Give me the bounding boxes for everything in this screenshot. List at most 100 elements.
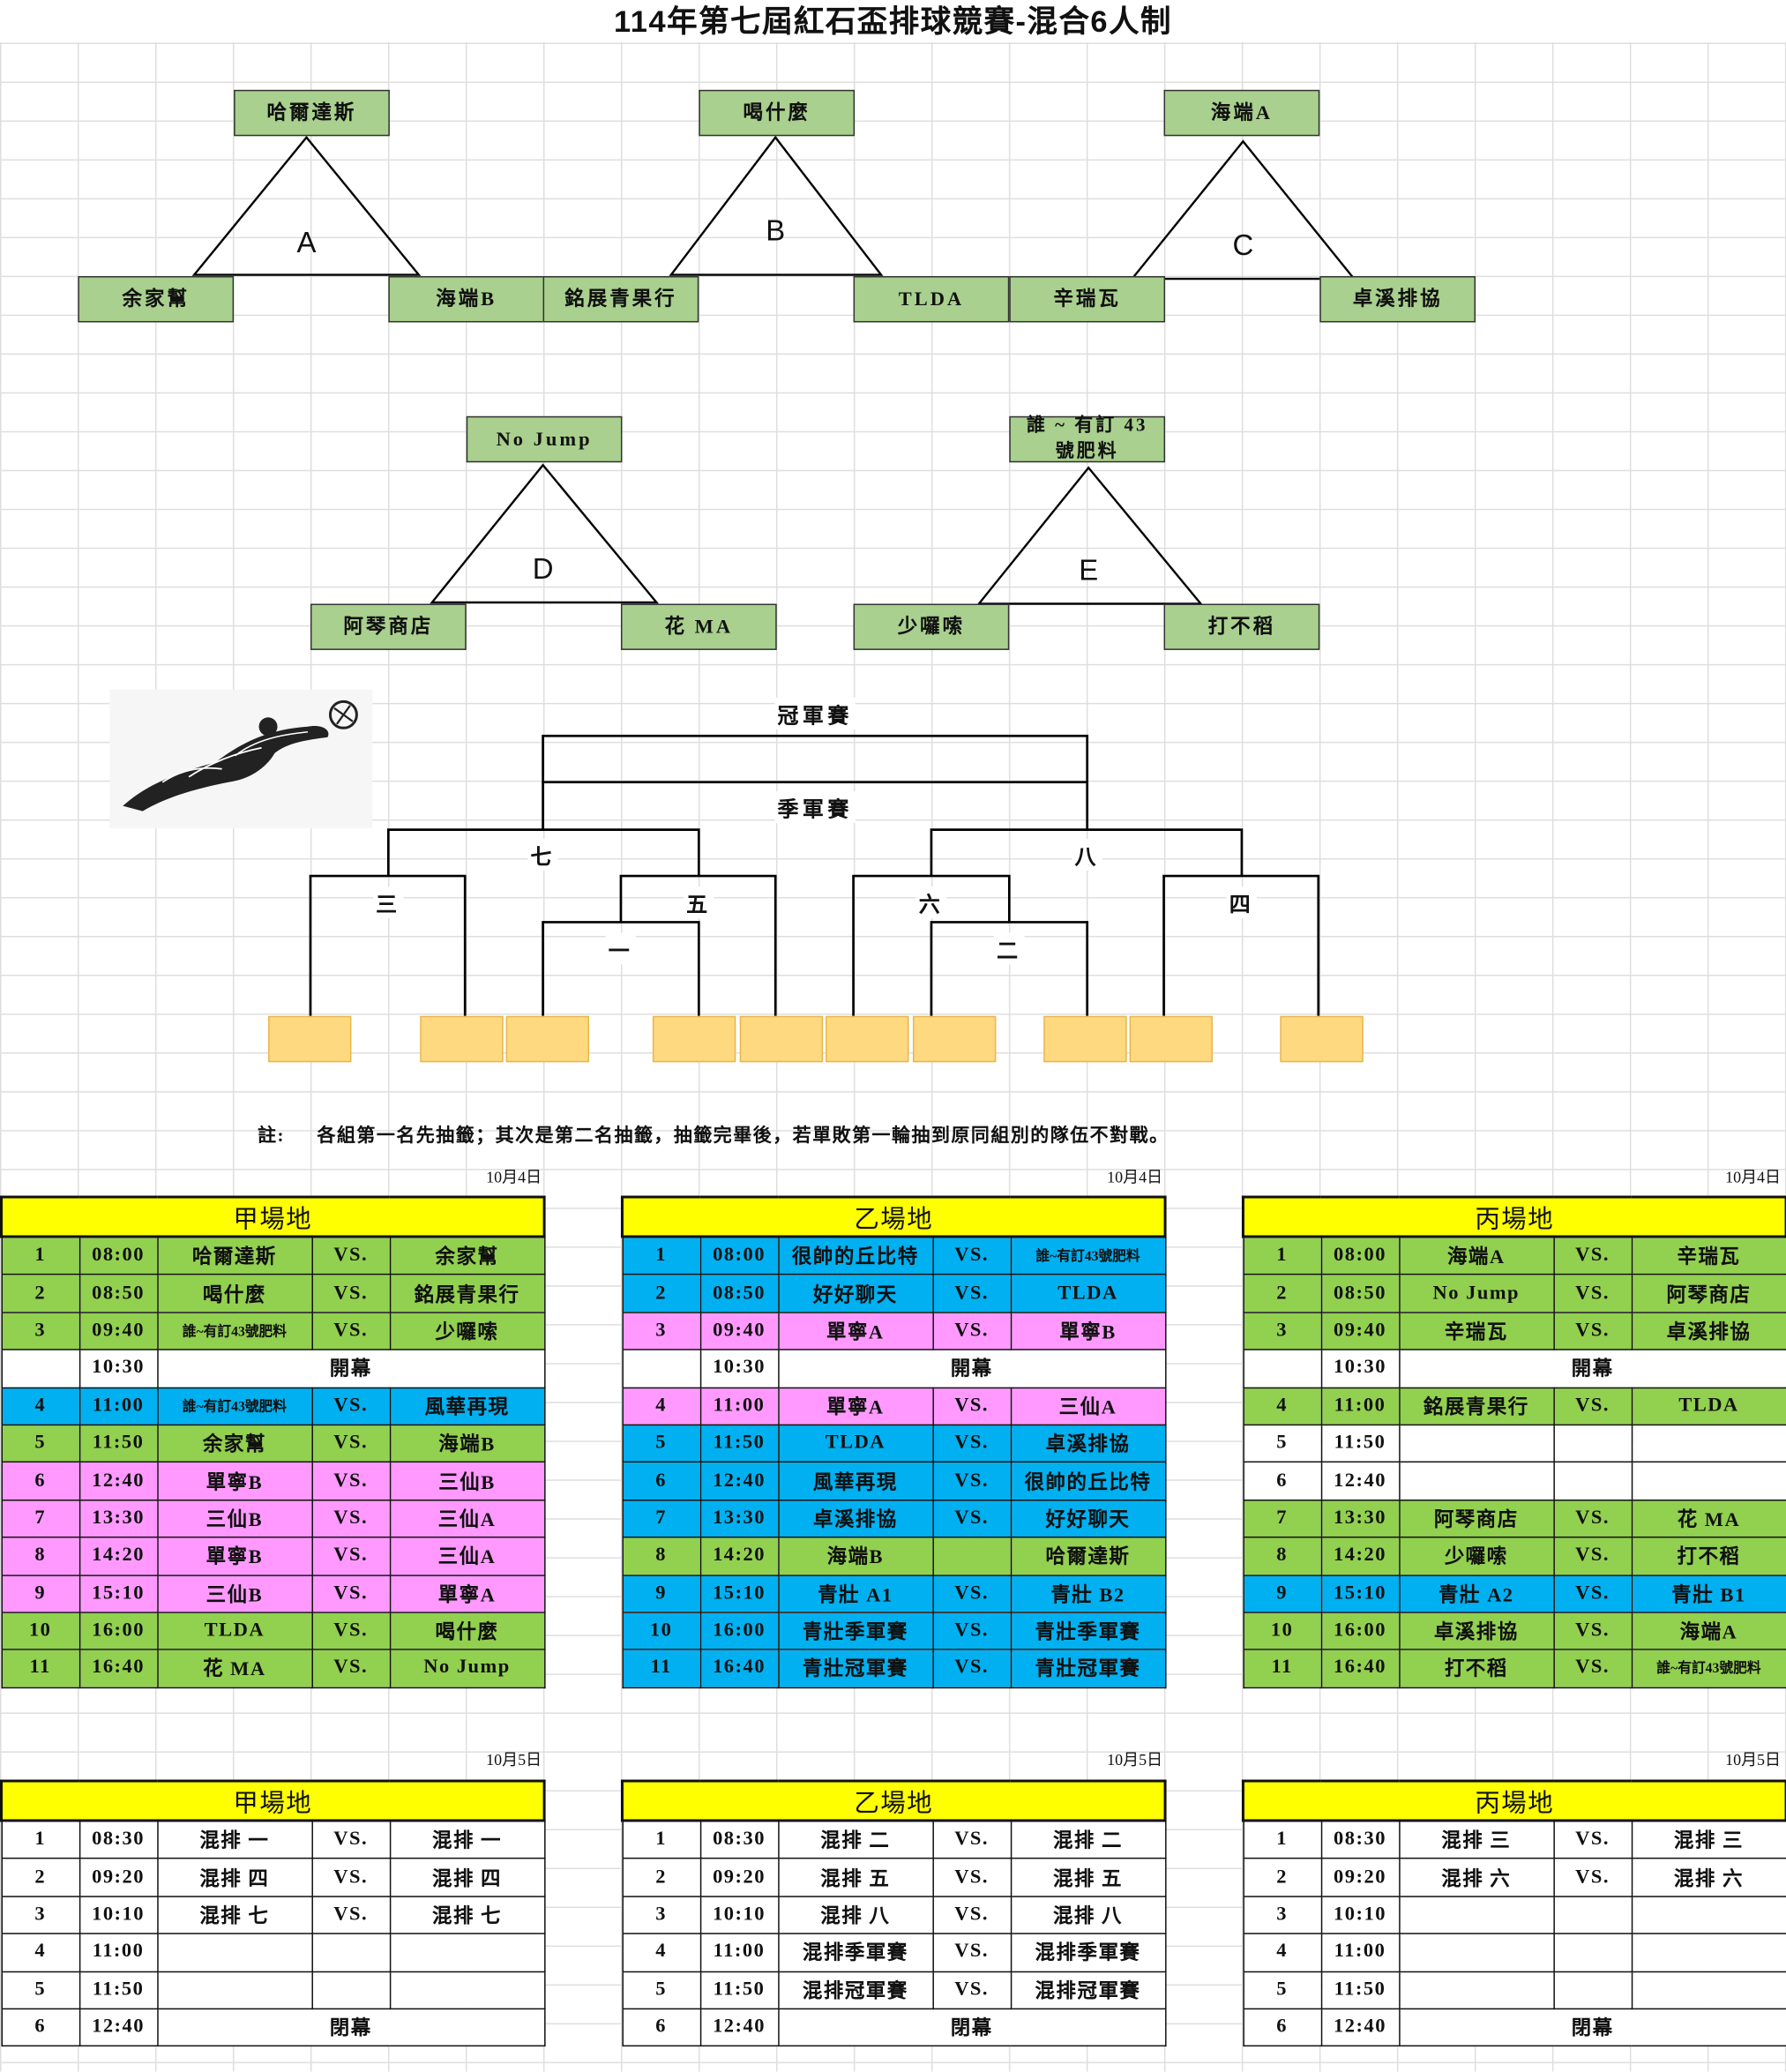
away-team: 三仙A bbox=[1010, 1387, 1166, 1426]
away-team: 卓溪排協 bbox=[1631, 1311, 1786, 1351]
match-time: 08:00 bbox=[78, 1236, 158, 1275]
match-time: 11:50 bbox=[1320, 1424, 1400, 1463]
match-6-label: 六 bbox=[915, 886, 947, 918]
away-team: 混排 五 bbox=[1010, 1858, 1166, 1897]
vs-label: VS. bbox=[1552, 1274, 1633, 1313]
match-time: 16:00 bbox=[78, 1612, 158, 1651]
vs-label: VS. bbox=[1552, 1537, 1633, 1576]
match-time: 12:40 bbox=[1320, 1462, 1400, 1501]
vs-label bbox=[1552, 1933, 1633, 1972]
match-number: 10 bbox=[0, 1612, 80, 1651]
match-number: 2 bbox=[621, 1858, 701, 1897]
vs-label: VS. bbox=[1552, 1820, 1633, 1859]
vs-label: VS. bbox=[931, 1274, 1012, 1313]
match-time: 08:00 bbox=[699, 1236, 779, 1275]
match-time: 15:10 bbox=[78, 1574, 158, 1613]
group-b-team-left: 銘展青果行 bbox=[542, 276, 699, 323]
match-time: 11:50 bbox=[699, 1971, 779, 2010]
vs-label: VS. bbox=[1552, 1858, 1633, 1897]
ceremony-cell: 閉幕 bbox=[156, 2008, 545, 2047]
match-number: 7 bbox=[1242, 1499, 1322, 1538]
match-number: 11 bbox=[1242, 1649, 1322, 1688]
match-time: 12:40 bbox=[699, 2008, 779, 2047]
group-a-team-top: 哈爾達斯 bbox=[234, 89, 390, 137]
group-d-triangle bbox=[430, 463, 659, 604]
match-number: 10 bbox=[621, 1612, 701, 1651]
ceremony-cell: 開幕 bbox=[1398, 1349, 1786, 1388]
match-time: 09:40 bbox=[1320, 1311, 1400, 1351]
away-team: 辛瑞瓦 bbox=[1631, 1236, 1786, 1275]
note-prefix: 註: bbox=[258, 1126, 286, 1148]
home-team: 三仙B bbox=[156, 1574, 313, 1613]
home-team: 混排 四 bbox=[156, 1858, 313, 1897]
match-time: 11:00 bbox=[699, 1387, 779, 1426]
match-time: 10:30 bbox=[78, 1349, 158, 1388]
match-time: 11:50 bbox=[699, 1424, 779, 1463]
away-team: 少囉嗦 bbox=[389, 1311, 545, 1351]
away-team: 混排 二 bbox=[1010, 1820, 1166, 1859]
match-time: 10:30 bbox=[699, 1349, 779, 1388]
match-number: 9 bbox=[621, 1574, 701, 1613]
match-time: 15:10 bbox=[1320, 1574, 1400, 1613]
vs-label: VS. bbox=[1552, 1387, 1633, 1426]
match-number: 1 bbox=[1242, 1236, 1322, 1275]
draw-slot bbox=[505, 1015, 590, 1063]
group-c-label: C bbox=[1232, 228, 1254, 262]
away-team: No Jump bbox=[389, 1649, 545, 1688]
vs-label bbox=[1552, 1424, 1633, 1463]
match-number: 7 bbox=[0, 1499, 80, 1538]
away-team bbox=[389, 1971, 545, 2010]
match-number: 4 bbox=[1242, 1933, 1322, 1972]
match-number: 5 bbox=[0, 1424, 80, 1463]
match-time: 09:40 bbox=[78, 1311, 158, 1351]
match-time: 08:30 bbox=[699, 1820, 779, 1859]
vs-label: VS. bbox=[310, 1499, 391, 1538]
match-time: 15:10 bbox=[699, 1574, 779, 1613]
home-team: 卓溪排協 bbox=[777, 1499, 934, 1538]
match-number: 5 bbox=[1242, 1424, 1322, 1463]
match-7-lines bbox=[387, 828, 700, 877]
match-time: 08:50 bbox=[78, 1274, 158, 1313]
venue-header: 乙場地 bbox=[620, 1195, 1167, 1238]
group-a-triangle bbox=[191, 135, 422, 276]
draw-slot bbox=[1280, 1015, 1364, 1063]
home-team: 阿琴商店 bbox=[1398, 1499, 1555, 1538]
group-e-team-right: 打不稻 bbox=[1163, 603, 1320, 650]
match-time: 11:00 bbox=[78, 1933, 158, 1972]
group-a-team-right: 海端B bbox=[388, 276, 545, 323]
vs-label: VS. bbox=[310, 1896, 391, 1935]
match-number: 2 bbox=[621, 1274, 701, 1313]
draw-slot bbox=[268, 1015, 352, 1063]
home-team: 風華再現 bbox=[777, 1462, 934, 1501]
third-place-label: 季軍賽 bbox=[774, 791, 856, 824]
vs-label: VS. bbox=[1552, 1649, 1633, 1688]
home-team: 混排 八 bbox=[777, 1896, 934, 1935]
match-number: 8 bbox=[621, 1537, 701, 1576]
group-b-team-right: TLDA bbox=[853, 276, 1010, 323]
vs-label bbox=[310, 1933, 391, 1972]
away-team: 很帥的丘比特 bbox=[1010, 1462, 1166, 1501]
away-team: 三仙A bbox=[389, 1499, 545, 1538]
away-team: 誰~有訂43號肥料 bbox=[1010, 1236, 1166, 1275]
match-time: 13:30 bbox=[1320, 1499, 1400, 1538]
match-number: 9 bbox=[0, 1574, 80, 1613]
ceremony-cell: 閉幕 bbox=[777, 2008, 1166, 2047]
group-b-triangle bbox=[669, 135, 884, 276]
home-team: 單寧A bbox=[777, 1387, 934, 1426]
home-team: 海端B bbox=[777, 1537, 934, 1576]
match-number: 1 bbox=[621, 1236, 701, 1275]
